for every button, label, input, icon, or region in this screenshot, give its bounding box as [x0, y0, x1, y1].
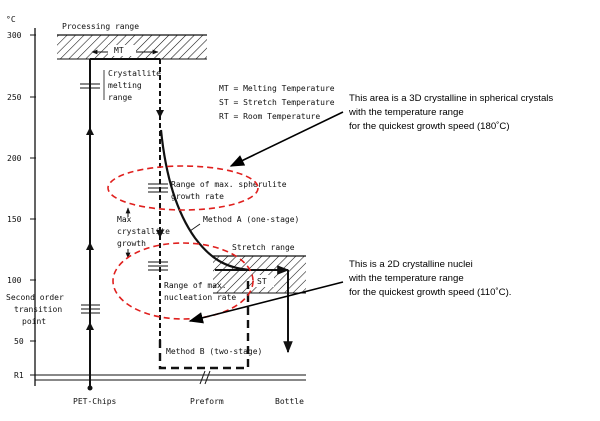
- crystallite-melting-range: Crystallite melting range: [80, 69, 161, 102]
- nucleation-label-1: Range of max.: [164, 281, 227, 290]
- method-b-label: Method B (two-stage): [166, 347, 262, 356]
- pet-chips-label: PET-Chips: [73, 397, 117, 406]
- annotation-2d-arrow: [188, 281, 344, 324]
- annotation-3d-line-3: for the quickest growth speed (180˚C): [349, 121, 510, 132]
- y-axis: °C 300 250 200 150 100 50 R1: [6, 15, 36, 386]
- method-b: Method B (two-stage): [158, 280, 262, 370]
- annotation-3d-line-2: with the temperature range: [348, 107, 464, 118]
- y-tick-label: 150: [7, 215, 22, 224]
- point-label: point: [22, 317, 46, 326]
- y-tick-label: 300: [7, 31, 22, 40]
- annotation-2d-line-1: This is a 2D crystalline nuclei: [349, 259, 473, 270]
- second-order-label: Second order: [6, 293, 64, 302]
- y-axis-unit: °C: [6, 15, 16, 24]
- nucleation-highlight-ellipse: [112, 242, 254, 320]
- spherulite-label-1: Range of max. spherulite: [171, 180, 287, 189]
- spherulite-rate: Range of max. spherulite growth rate: [148, 180, 287, 201]
- max-crystallite-growth: Max crystallite growth: [117, 207, 170, 259]
- mt-label-bg: [108, 45, 136, 56]
- legend: MT = Melting Temperature ST = Stretch Te…: [219, 84, 335, 121]
- max-label: Max: [117, 215, 132, 224]
- process-path: [86, 58, 164, 391]
- annotation-2d-line-3: for the quickest growth speed (110˚C).: [349, 287, 511, 298]
- y-tick-label: 50: [14, 337, 24, 346]
- legend-st: ST = Stretch Temperature: [219, 98, 335, 107]
- melting-label: melting: [108, 81, 142, 90]
- annotation-2d: This is a 2D crystalline nuclei with the…: [348, 259, 511, 298]
- method-a-label: Method A (one-stage): [203, 215, 299, 224]
- y-tick-label: 250: [7, 93, 22, 102]
- y-tick-label: R1: [14, 371, 24, 380]
- range-label: range: [108, 93, 132, 102]
- method-b-path: [158, 280, 250, 370]
- transition-label: transition: [14, 305, 62, 314]
- spherulite-label-2: growth rate: [171, 192, 224, 201]
- nucleation-label-2: nucleation rate: [164, 293, 236, 302]
- spherulite-highlight-ellipse: [107, 165, 259, 211]
- crystallite-growth-label: crystallite: [117, 227, 170, 236]
- legend-mt: MT = Melting Temperature: [219, 84, 335, 93]
- annotation-3d-line-1: This area is a 3D crystalline in spheric…: [349, 93, 553, 104]
- mt-marker-label: MT: [114, 46, 124, 55]
- second-order-transition: Second order transition point: [6, 293, 100, 326]
- stretch-range-label: Stretch range: [232, 243, 295, 252]
- stretch-range-hatch: [213, 256, 306, 293]
- annotation-3d-arrow: [229, 111, 344, 167]
- processing-range-label: Processing range: [62, 22, 139, 31]
- pet-chips-point: [87, 385, 93, 391]
- crystallite-label: Crystallite: [108, 69, 161, 78]
- stretch-range: Stretch range ST: [213, 243, 306, 354]
- growth-label: growth: [117, 239, 146, 248]
- st-marker-label: ST: [257, 277, 267, 286]
- y-tick-label: 200: [7, 154, 22, 163]
- annotation-2d-line-2: with the temperature range: [348, 273, 464, 284]
- processing-range: Processing range MT: [57, 22, 207, 60]
- y-axis-ticks: [30, 34, 36, 376]
- bottle-label: Bottle: [275, 397, 304, 406]
- y-tick-label: 100: [7, 276, 22, 285]
- annotation-3d: This area is a 3D crystalline in spheric…: [348, 93, 553, 132]
- rt-baseline: [35, 370, 306, 385]
- preform-label: Preform: [190, 397, 224, 406]
- nucleation-rate: Range of max. nucleation rate: [148, 261, 236, 302]
- legend-rt: RT = Room Temperature: [219, 112, 320, 121]
